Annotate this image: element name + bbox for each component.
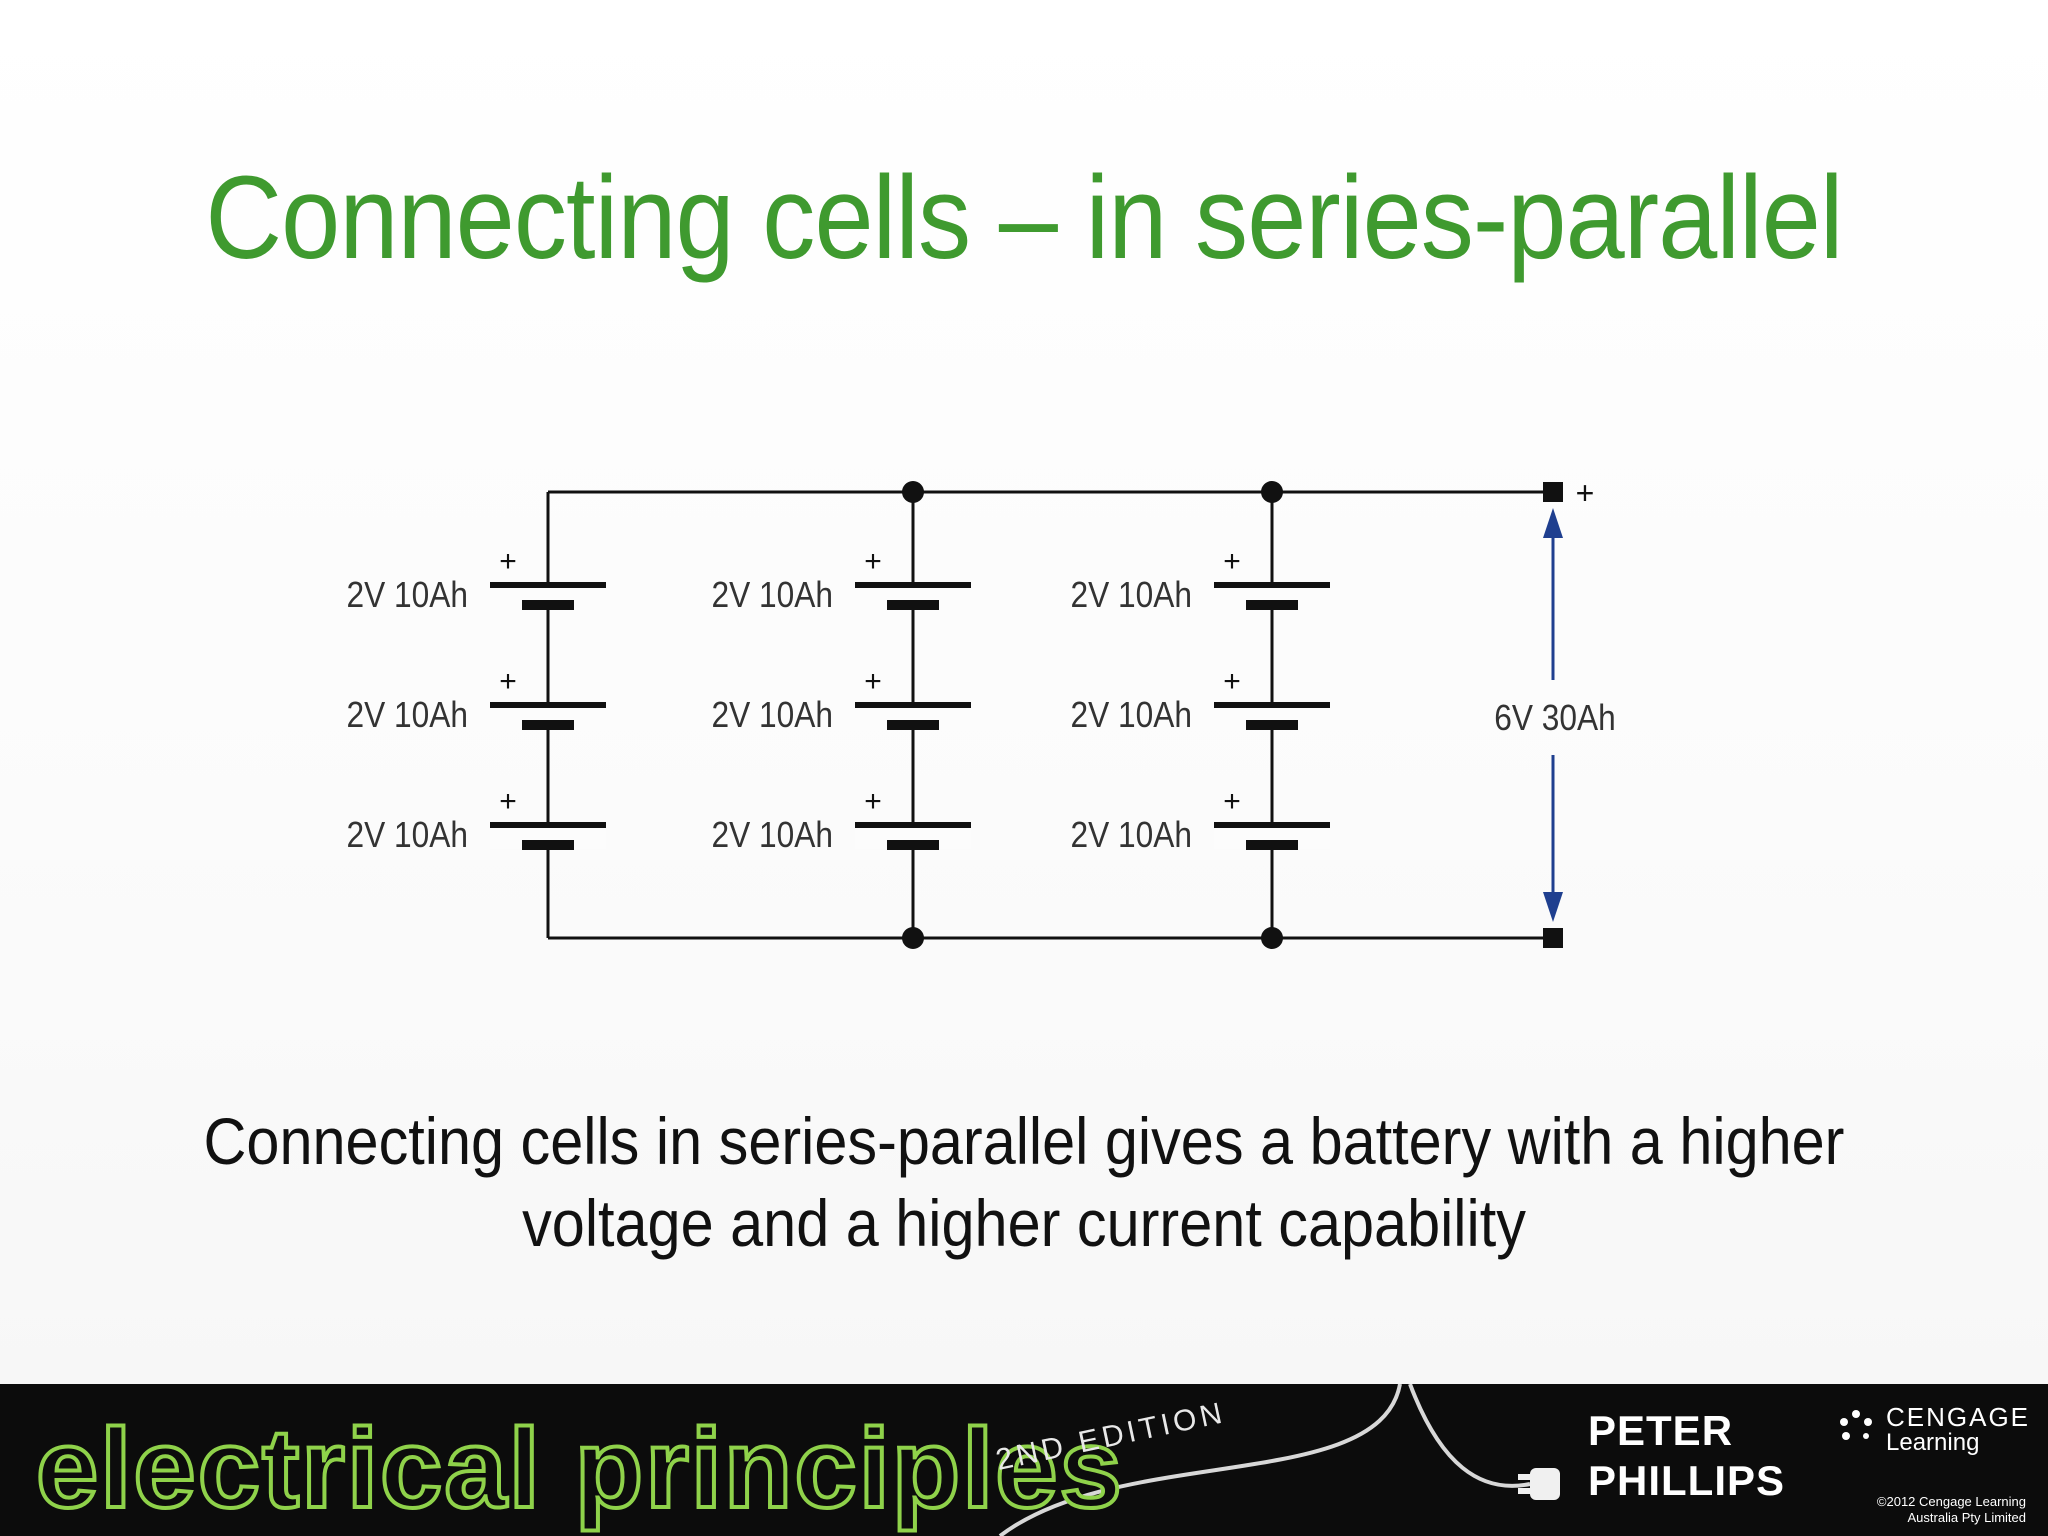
cell-label-s2-c2: 2V 10Ah (712, 695, 833, 735)
cell-plus-sign-s1-c3: + (499, 785, 517, 818)
author-first-name: PETER (1588, 1407, 1734, 1454)
junction-bottom-1 (902, 927, 924, 949)
publisher-name: CENGAGE (1886, 1402, 2031, 1432)
cell-label-s3-c3: 2V 10Ah (1071, 815, 1192, 855)
caption-line-2: voltage and a higher current capability (522, 1186, 1526, 1260)
cell-plus-sign-s1-c1: + (499, 545, 517, 578)
cell-label-s2-c3: 2V 10Ah (712, 815, 833, 855)
publisher-sub: Learning (1886, 1429, 1980, 1456)
junction-top-2 (1261, 481, 1283, 503)
voltage-arrow-head-up (1543, 508, 1563, 538)
cell-label-s2-c1: 2V 10Ah (712, 575, 833, 615)
footer-banner: electrical principles 2ND EDITION PETER … (0, 1384, 2048, 1536)
terminal-plus-sign: + (1576, 475, 1595, 511)
slide-background (0, 0, 2048, 1384)
battery-cells: +2V 10Ah +2V 10Ah +2V 10Ah +2V 10Ah +2V 10Ah… (347, 545, 1330, 855)
voltage-arrow-head-down (1543, 892, 1563, 922)
publisher-block: CENGAGE Learning ©2012 Cengage Learning … (1846, 1402, 2031, 1525)
output-rating-label: 6V 30Ah (1494, 698, 1615, 738)
output-terminals: +6V 30Ah (1494, 475, 1616, 948)
cell-plus-sign-s3-c1: + (1223, 545, 1241, 578)
cell-label-s3-c2: 2V 10Ah (1071, 695, 1192, 735)
cengage-logo-icon (1840, 1410, 1872, 1440)
cell-plus-sign-s2-c3: + (864, 785, 882, 818)
caption-line-1: Connecting cells in series-parallel give… (203, 1104, 1845, 1178)
junction-top-1 (902, 481, 924, 503)
junction-bottom-2 (1261, 927, 1283, 949)
cell-plus-sign-s2-c1: + (864, 545, 882, 578)
copyright-line-2: Australia Pty Limited (1907, 1510, 2027, 1525)
cell-label-s1-c2: 2V 10Ah (347, 695, 468, 735)
copyright-line-1: ©2012 Cengage Learning (1876, 1494, 2026, 1509)
cell-plus-sign-s3-c3: + (1223, 785, 1241, 818)
book-title-logo: electrical principles (34, 1404, 1124, 1533)
slide-caption: Connecting cells in series-parallel give… (102, 1100, 1945, 1264)
cell-plus-sign-s3-c2: + (1223, 665, 1241, 698)
slide-title: Connecting cells – in series-parallel (205, 152, 1843, 284)
cell-plus-sign-s1-c2: + (499, 665, 517, 698)
power-cord-graphic (998, 1384, 1560, 1536)
negative-output-terminal (1543, 928, 1563, 948)
cell-label-s1-c3: 2V 10Ah (347, 815, 468, 855)
junction-dots (902, 481, 1283, 949)
copyright-notice: ©2012 Cengage Learning Australia Pty Lim… (1846, 1494, 2026, 1526)
circuit-wires (546, 490, 1553, 940)
positive-output-terminal (1543, 482, 1563, 502)
cell-label-s1-c1: 2V 10Ah (347, 575, 468, 615)
cell-label-s3-c1: 2V 10Ah (1071, 575, 1192, 615)
series-parallel-circuit-diagram: +2V 10Ah +2V 10Ah +2V 10Ah +2V 10Ah +2V 10Ah… (347, 475, 1616, 949)
author-last-name: PHILLIPS (1588, 1457, 1786, 1504)
cell-plus-sign-s2-c2: + (864, 665, 882, 698)
author-name: PETER PHILLIPS (1588, 1406, 1785, 1506)
